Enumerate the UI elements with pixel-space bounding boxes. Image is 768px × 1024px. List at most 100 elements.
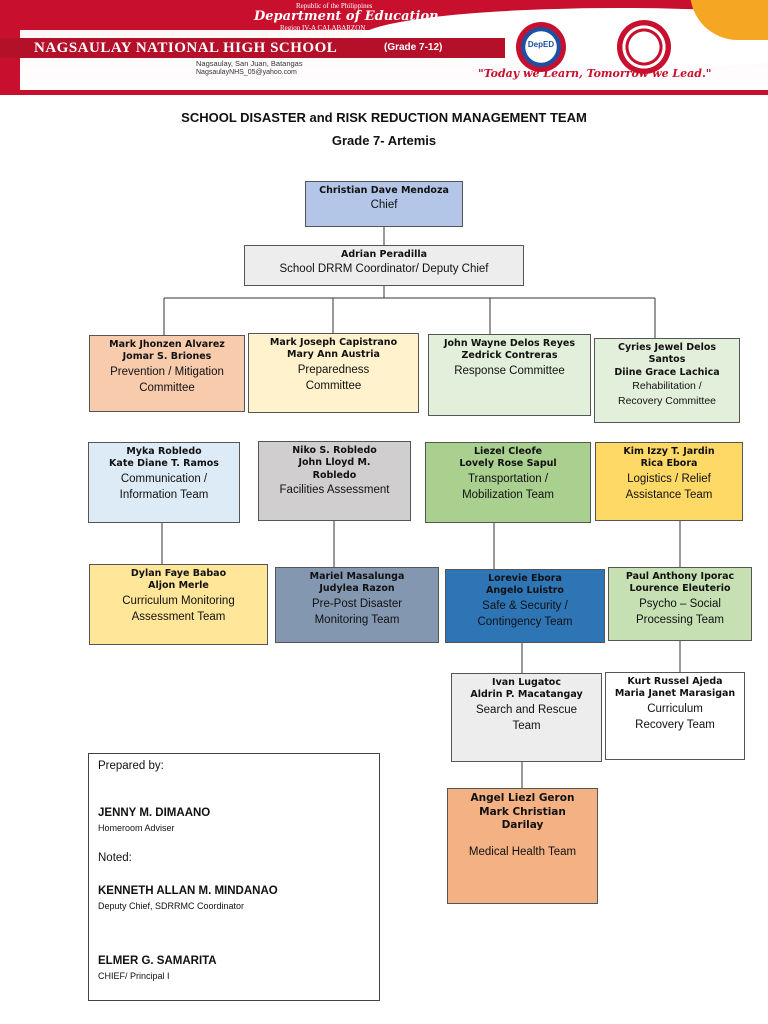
committee-role: Prevention / Mitigation (110, 365, 224, 378)
committee-role: Recovery Committee (617, 394, 717, 407)
team-role: Safe & Security / (482, 599, 568, 612)
coordinator-position: Deputy Chief, SDRRMC Coordinator (98, 901, 245, 911)
header-address: Nagsaulay, San Juan, Batangas (196, 59, 303, 68)
header-region: Region IV-A CALABARZON (280, 24, 366, 32)
chief-box: Christian Dave Mendoza Chief (305, 181, 463, 227)
team-role: Team (512, 719, 541, 732)
member-name: Kate Diane T. Ramos (109, 458, 219, 470)
team-role: Contingency Team (477, 615, 573, 628)
prevention-committee-box: Mark Jhonzen Alvarez Jomar S. Briones Pr… (89, 335, 245, 412)
team-role: Recovery Team (635, 718, 715, 731)
school-header-banner: Republic of the Philippines Department o… (0, 0, 768, 96)
header-department: Department of Education (254, 9, 439, 24)
team-role: Assessment Team (131, 610, 226, 623)
team-role: Curriculum Monitoring (122, 594, 235, 607)
banner-bottom-line (0, 90, 768, 95)
member-name: Angel Liezl Geron (470, 792, 575, 804)
deputy-box: Adrian Peradilla School DRRM Coordinator… (244, 245, 524, 286)
member-name: Zedrick Contreras (461, 350, 558, 362)
committee-role: Committee (139, 381, 195, 394)
chief-role: Chief (370, 199, 398, 212)
header-division: DIVISION OF BATANGAS (268, 31, 360, 40)
member-name: Dylan Faye Babao (130, 568, 227, 579)
preparedness-committee-box: Mark Joseph Capistrano Mary Ann Austria … (248, 333, 419, 413)
safety-security-team-box: Lorevie Ebora Angelo Luistro Safe & Secu… (445, 569, 605, 643)
team-role: Monitoring Team (314, 613, 400, 626)
principal-position: CHIEF/ Principal I (98, 971, 170, 981)
committee-role: Rehabilitation / (632, 380, 702, 393)
member-name: Aldrin P. Macatangay (470, 689, 583, 701)
adviser-name: JENNY M. DIMAANO (98, 807, 211, 819)
team-role: Medical Health Team (468, 845, 577, 858)
member-name: Rica Ebora (640, 458, 698, 470)
curriculum-monitoring-team-box: Dylan Faye Babao Aljon Merle Curriculum … (89, 564, 268, 645)
team-role: Psycho – Social (639, 597, 721, 610)
header-email: NagsaulayNHS_05@yahoo.com (196, 69, 297, 76)
medical-health-team-box: Angel Liezl Geron Mark Christian Darilay… (447, 788, 598, 904)
member-name: Ivan Lugatoc (492, 677, 561, 688)
team-role: Information Team (119, 488, 209, 501)
committee-role: Preparedness (297, 363, 370, 376)
member-name: Myka Robledo (126, 446, 202, 457)
pre-post-disaster-team-box: Mariel Masalunga Judylea Razon Pre-Post … (275, 567, 439, 643)
team-role: Pre-Post Disaster (311, 597, 403, 610)
member-name: Mark Christian (479, 805, 566, 818)
member-name: Diine Grace Lachica (614, 366, 720, 378)
committee-role: Response Committee (454, 364, 565, 377)
facilities-team-box: Niko S. Robledo John Lloyd M. Robledo Fa… (258, 441, 411, 521)
member-name: John Lloyd M. (298, 457, 371, 469)
member-name: Santos (648, 354, 686, 366)
team-role: Curriculum (647, 702, 703, 715)
header-motto: "Today we Learn, Tomorrow we Lead." (478, 67, 712, 80)
member-name: Lourence Eleuterio (629, 583, 731, 595)
page-title: SCHOOL DISASTER and RISK REDUCTION MANAG… (181, 110, 587, 125)
coordinator-name: KENNETH ALLAN M. MINDANAO (98, 885, 278, 897)
member-name: Niko S. Robledo (292, 445, 377, 456)
page-subtitle: Grade 7- Artemis (331, 133, 437, 148)
chief-name: Christian Dave Mendoza (319, 185, 449, 196)
member-name: Judylea Razon (319, 583, 395, 595)
member-name: Jomar S. Briones (122, 351, 212, 363)
deped-seal-icon: DepED (516, 22, 566, 72)
school-seal-icon (617, 20, 671, 74)
principal-name: ELMER G. SAMARITA (98, 955, 217, 967)
member-name: Mariel Masalunga (309, 571, 405, 582)
member-name: Mark Joseph Capistrano (269, 337, 398, 348)
deputy-name: Adrian Peradilla (340, 249, 428, 260)
member-name: Paul Anthony Iporac (625, 571, 735, 582)
team-role: Transportation / (467, 472, 549, 485)
member-name: Darilay (501, 819, 544, 832)
deped-seal-text: DepED (527, 40, 555, 49)
header-grade-range: (Grade 7-12) (384, 42, 443, 53)
curriculum-recovery-team-box: Kurt Russel Ajeda Maria Janet Marasigan … (605, 672, 745, 760)
communication-team-box: Myka Robledo Kate Diane T. Ramos Communi… (88, 442, 240, 523)
team-role: Communication / (120, 472, 208, 485)
banner-school-band (0, 38, 505, 58)
deputy-role: School DRRM Coordinator/ Deputy Chief (279, 263, 489, 276)
committee-role: Committee (305, 379, 362, 392)
header-school-name: NAGSAULAY NATIONAL HIGH SCHOOL (34, 40, 338, 56)
member-name: Mark Jhonzen Alvarez (109, 339, 225, 350)
response-committee-box: John Wayne Delos Reyes Zedrick Contreras… (428, 334, 591, 416)
team-role: Search and Rescue (475, 703, 577, 716)
member-name: Aljon Merle (148, 580, 209, 592)
header-republic: Republic of the Philippines (296, 2, 373, 10)
member-name: Lorevie Ebora (488, 573, 562, 584)
team-role: Logistics / Relief (627, 472, 711, 485)
member-name: Mary Ann Austria (287, 349, 380, 361)
adviser-position: Homeroom Adviser (98, 823, 175, 833)
member-name: Maria Janet Marasigan (614, 688, 736, 700)
member-name: Angelo Luistro (486, 585, 564, 597)
transportation-team-box: Liezel Cleofe Lovely Rose Sapul Transpor… (425, 442, 591, 523)
team-role: Assistance Team (625, 488, 713, 501)
search-rescue-team-box: Ivan Lugatoc Aldrin P. Macatangay Search… (451, 673, 602, 762)
psycho-social-team-box: Paul Anthony Iporac Lourence Eleuterio P… (608, 567, 752, 641)
member-name: Kim Izzy T. Jardin (623, 446, 715, 457)
signatories-box: Prepared by: JENNY M. DIMAANO Homeroom A… (88, 753, 380, 1001)
rehabilitation-committee-box: Cyries Jewel Delos Santos Diine Grace La… (594, 338, 740, 423)
noted-label: Noted: (98, 852, 132, 864)
member-name: Liezel Cleofe (473, 446, 543, 457)
team-role: Mobilization Team (462, 488, 554, 501)
prepared-by-label: Prepared by: (98, 760, 164, 772)
team-role: Processing Team (636, 613, 724, 626)
